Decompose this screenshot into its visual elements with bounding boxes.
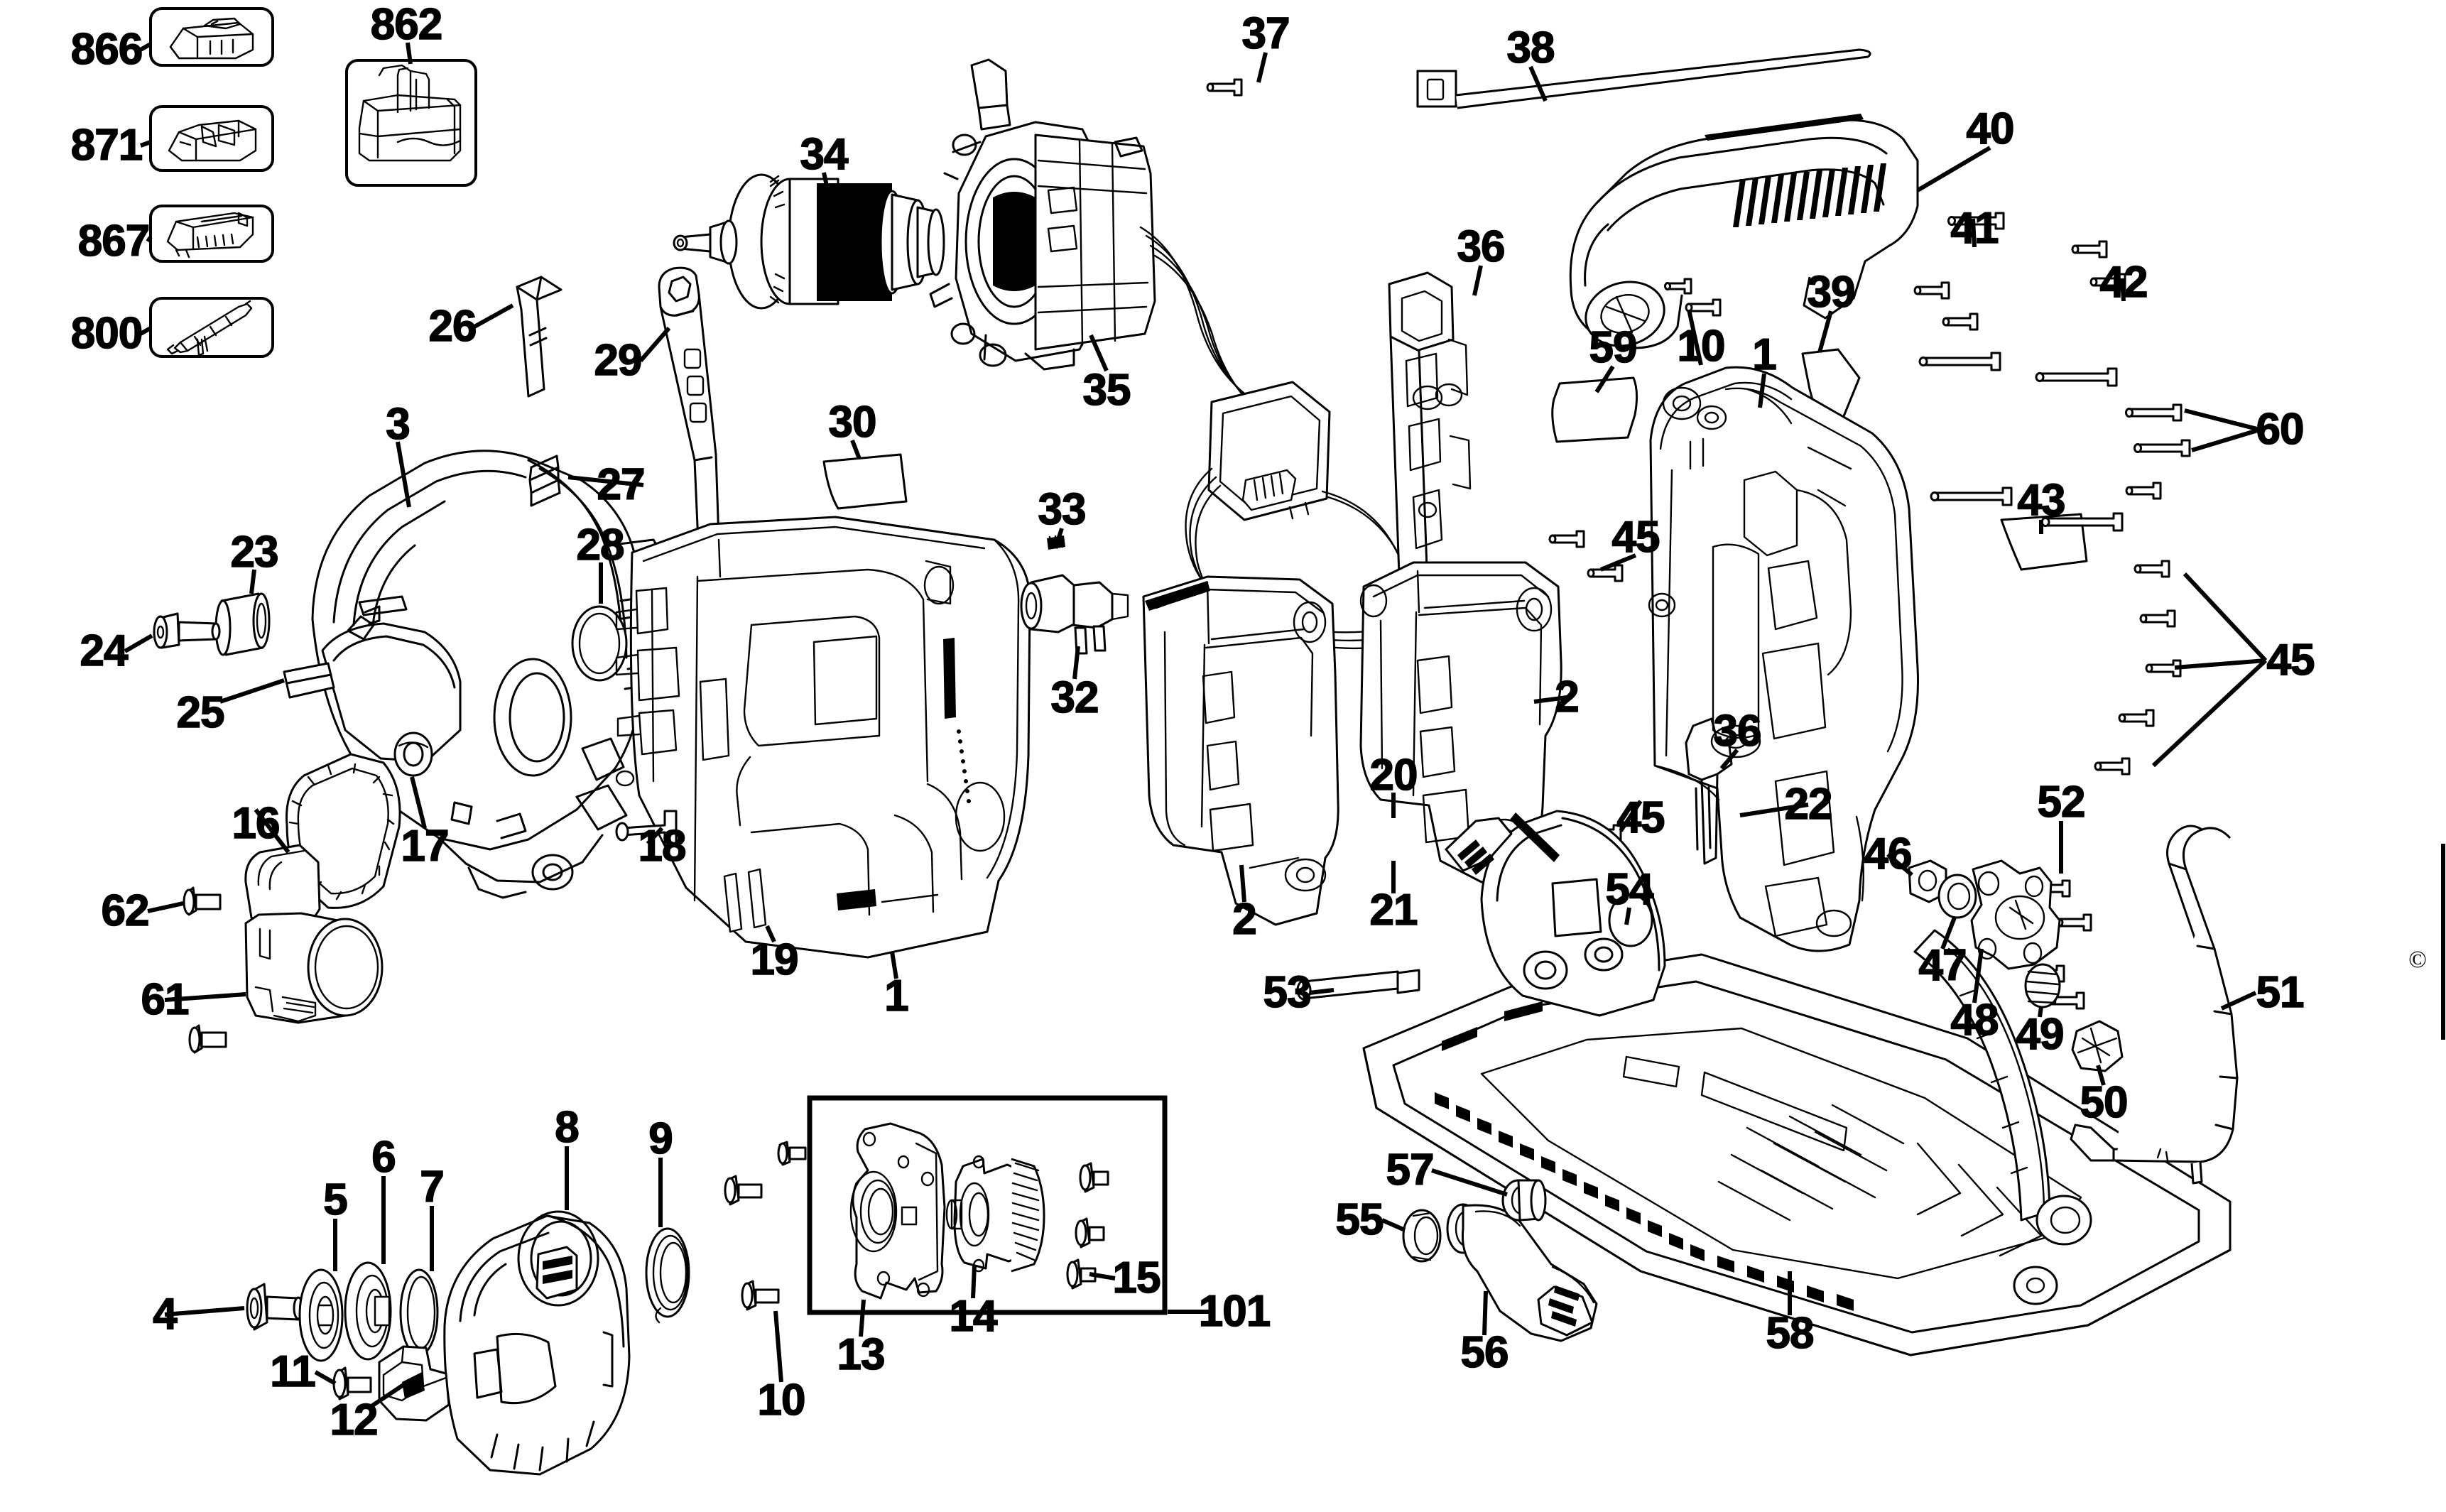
callout-57: 57 [1386, 1146, 1435, 1195]
callout-46: 46 [1864, 830, 1913, 879]
callout-27: 27 [597, 460, 646, 509]
callout-58: 58 [1766, 1309, 1815, 1358]
callout-32: 32 [1050, 673, 1100, 722]
callout-15: 15 [1112, 1253, 1162, 1302]
callout-61: 61 [141, 975, 190, 1024]
callout-60: 60 [2256, 405, 2305, 454]
callout-45-left: 45 [1611, 513, 1661, 562]
callout-40: 40 [1966, 104, 2016, 153]
callout-52: 52 [2037, 778, 2087, 827]
callout-10-lower: 10 [757, 1376, 807, 1425]
callout-800: 800 [70, 309, 143, 358]
callout-4: 4 [152, 1290, 178, 1339]
callout-18: 18 [638, 822, 687, 871]
callout-101: 101 [1198, 1287, 1271, 1336]
callout-10-handle: 10 [1677, 322, 1727, 371]
callout-45-mid: 45 [1616, 793, 1666, 842]
callout-21: 21 [1369, 886, 1419, 935]
callout-2-right: 2 [1554, 673, 1580, 722]
callout-19: 19 [750, 935, 800, 984]
callout-59: 59 [1589, 323, 1638, 372]
callout-28: 28 [576, 521, 626, 570]
callout-42: 42 [2099, 258, 2149, 307]
callout-867: 867 [77, 217, 151, 266]
callout-22: 22 [1784, 780, 1834, 829]
callout-38: 38 [1506, 23, 1556, 72]
callout-20: 20 [1369, 751, 1419, 800]
callout-871: 871 [70, 121, 143, 170]
callout-23: 23 [230, 528, 280, 577]
callout-1-motor-housing: 1 [884, 972, 909, 1021]
callout-48: 48 [1950, 996, 2000, 1045]
callout-862: 862 [370, 0, 443, 49]
callout-11: 11 [269, 1347, 316, 1396]
callout-2-left: 2 [1232, 895, 1257, 944]
callout-1-gear-case: 1 [1751, 330, 1777, 379]
callout-29: 29 [594, 336, 643, 385]
callout-14: 14 [949, 1292, 999, 1341]
callout-30: 30 [828, 398, 878, 447]
copyright-mark: © [2408, 947, 2427, 973]
callout-866: 866 [70, 25, 143, 74]
callout-62: 62 [101, 886, 151, 935]
callout-35: 35 [1082, 366, 1132, 415]
callout-36-lower: 36 [1713, 707, 1763, 756]
callout-37: 37 [1241, 9, 1291, 58]
callout-17: 17 [401, 822, 450, 871]
callout-25: 25 [176, 688, 226, 737]
callout-13: 13 [837, 1330, 886, 1379]
callout-55: 55 [1335, 1195, 1385, 1244]
callout-24: 24 [80, 626, 129, 675]
right-border-rule [2441, 844, 2445, 1040]
callout-6: 6 [371, 1133, 396, 1182]
callout-12: 12 [330, 1396, 379, 1445]
callout-53: 53 [1263, 968, 1312, 1017]
callout-54: 54 [1605, 865, 1655, 914]
callout-5: 5 [322, 1175, 348, 1224]
callout-33: 33 [1038, 485, 1087, 534]
callout-45-right: 45 [2266, 636, 2316, 685]
callout-7: 7 [419, 1163, 445, 1212]
callout-16: 16 [232, 799, 281, 848]
callout-43: 43 [2017, 476, 2067, 525]
callout-41: 41 [1950, 204, 2000, 253]
callout-50: 50 [2080, 1078, 2129, 1127]
callout-26: 26 [428, 302, 478, 351]
callout-36-upper: 36 [1457, 222, 1506, 271]
callout-51: 51 [2256, 968, 2305, 1017]
callout-9: 9 [648, 1114, 673, 1163]
callout-49: 49 [2016, 1010, 2065, 1059]
callout-3: 3 [385, 400, 411, 449]
callout-39: 39 [1807, 268, 1857, 317]
callout-47: 47 [1918, 941, 1968, 990]
callout-8: 8 [554, 1103, 580, 1152]
callout-34: 34 [800, 130, 849, 179]
callout-56: 56 [1460, 1328, 1510, 1377]
